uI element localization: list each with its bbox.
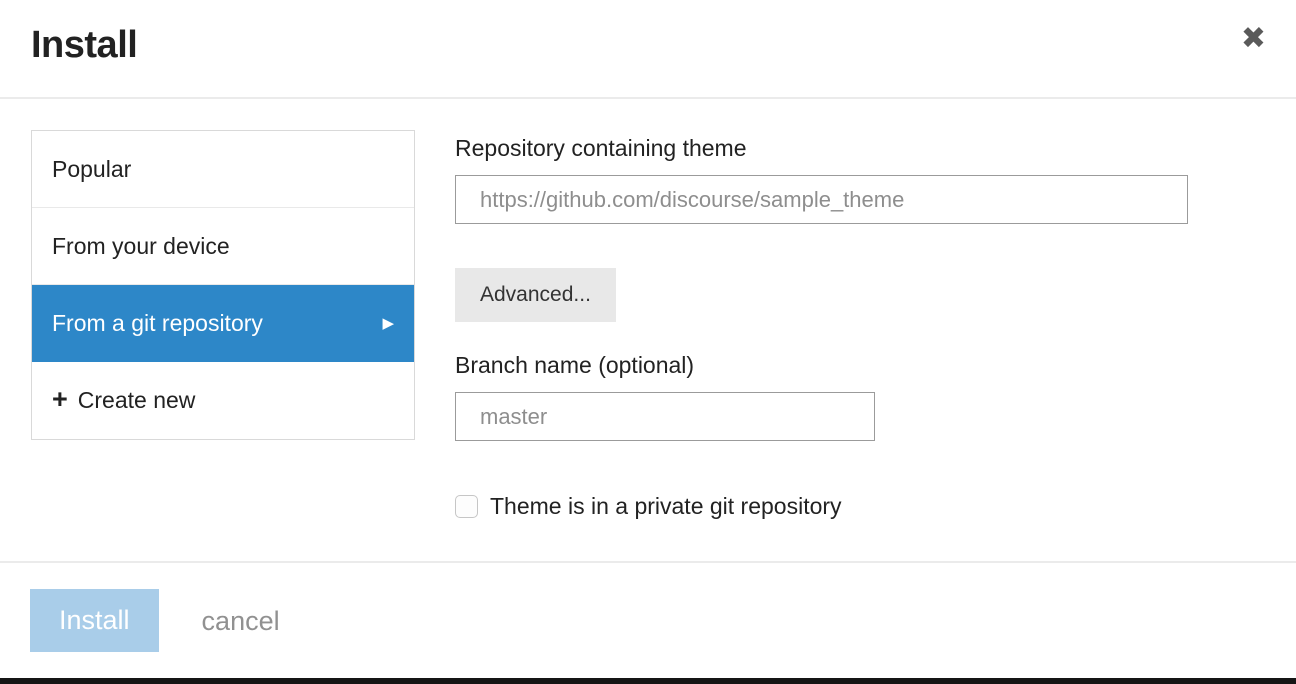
plus-icon: + <box>52 384 68 414</box>
menu-item-label: Popular <box>52 155 132 182</box>
modal-footer: Install cancel <box>0 561 1296 684</box>
private-repo-row: Theme is in a private git repository <box>455 493 1188 520</box>
chevron-right-icon: ▶ <box>382 315 394 332</box>
private-repo-label: Theme is in a private git repository <box>490 493 842 519</box>
modal-body: Popular From your device From a git repo… <box>0 99 1296 561</box>
menu-item-label: From a git repository <box>52 309 263 336</box>
modal-header: Install ✖ <box>0 0 1296 99</box>
menu-item-from-your-device[interactable]: From your device <box>32 208 414 285</box>
repo-url-input[interactable] <box>455 175 1188 224</box>
private-repo-checkbox[interactable] <box>455 495 478 518</box>
menu-item-from-git-repository[interactable]: From a git repository ▶ <box>32 285 414 362</box>
menu-item-create-new[interactable]: + Create new <box>32 362 414 439</box>
menu-item-label: Create new <box>77 387 196 413</box>
menu-item-popular[interactable]: Popular <box>32 131 414 208</box>
branch-name-label: Branch name (optional) <box>455 352 695 378</box>
cancel-button[interactable]: cancel <box>201 606 280 636</box>
branch-name-input[interactable] <box>455 392 875 441</box>
advanced-button[interactable]: Advanced... <box>455 268 616 322</box>
git-repository-form: Repository containing theme Advanced... … <box>455 130 1188 561</box>
install-button[interactable]: Install <box>30 589 159 652</box>
window-bottom-edge <box>0 678 1296 684</box>
modal-title: Install <box>31 24 138 66</box>
install-source-menu: Popular From your device From a git repo… <box>31 130 415 440</box>
menu-item-label: From your device <box>52 232 230 259</box>
close-icon[interactable]: ✖ <box>1240 22 1266 55</box>
repo-url-label: Repository containing theme <box>455 135 747 161</box>
